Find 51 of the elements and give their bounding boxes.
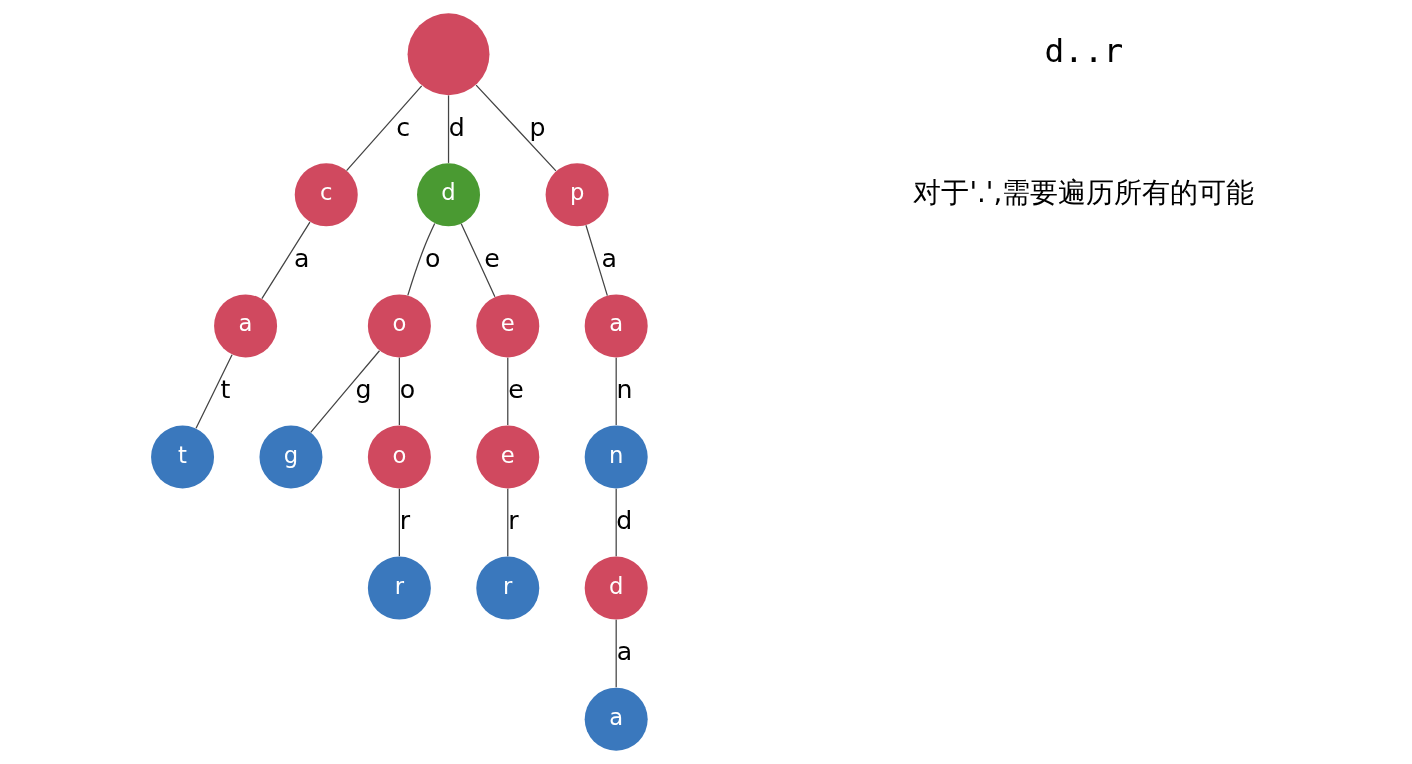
connector: [507, 488, 509, 557]
connector: [398, 488, 400, 557]
edge-label: r: [399, 505, 411, 535]
node-circle: o: [367, 294, 431, 358]
edge-label: e: [508, 374, 524, 404]
connector: [615, 488, 617, 557]
edge-label: c: [396, 112, 411, 142]
connector: [447, 94, 450, 164]
node-circle: a: [584, 294, 648, 358]
edge-label: a: [601, 243, 617, 273]
connector: [345, 85, 423, 172]
node-circle: e: [476, 425, 540, 489]
node-circle: r: [476, 556, 540, 620]
node-circle: c: [294, 163, 358, 227]
edge-label: g: [355, 374, 372, 404]
edge-label: p: [529, 112, 546, 142]
label: d..r: [1044, 32, 1124, 71]
connector: [475, 84, 557, 172]
edge-label: e: [484, 243, 500, 273]
node-circle: [407, 13, 490, 96]
node-circle: g: [259, 425, 323, 489]
label: 对于'.',需要遍历所有的可能: [913, 175, 1255, 209]
node-circle: e: [476, 294, 540, 358]
node-circle: p: [545, 163, 609, 227]
connector: [615, 619, 617, 688]
node-circle: a: [584, 687, 648, 751]
connector: [407, 222, 436, 296]
node-circle: d: [584, 556, 648, 620]
node-circle: a: [214, 294, 278, 358]
node-circle: r: [367, 556, 431, 620]
edge-label: d: [616, 505, 633, 535]
connector: [460, 223, 496, 298]
edge-label: r: [508, 505, 519, 535]
edge-label: d: [448, 112, 465, 142]
connector: [310, 350, 381, 433]
edge-label: t: [220, 374, 231, 404]
node-circle: d: [417, 163, 481, 227]
connector: [398, 357, 400, 426]
edge-label: o: [399, 374, 416, 404]
edge-label: a: [616, 636, 633, 666]
edge-label: o: [425, 243, 441, 273]
connector: [507, 357, 509, 426]
connector: [585, 224, 608, 297]
edge-label: a: [293, 243, 310, 273]
node-circle: o: [367, 425, 431, 489]
node-circle: n: [584, 425, 648, 489]
node-circle: t: [151, 425, 215, 489]
edge-label: n: [616, 374, 633, 404]
connector: [261, 221, 311, 300]
connector: [615, 357, 617, 426]
connector: [195, 354, 233, 429]
